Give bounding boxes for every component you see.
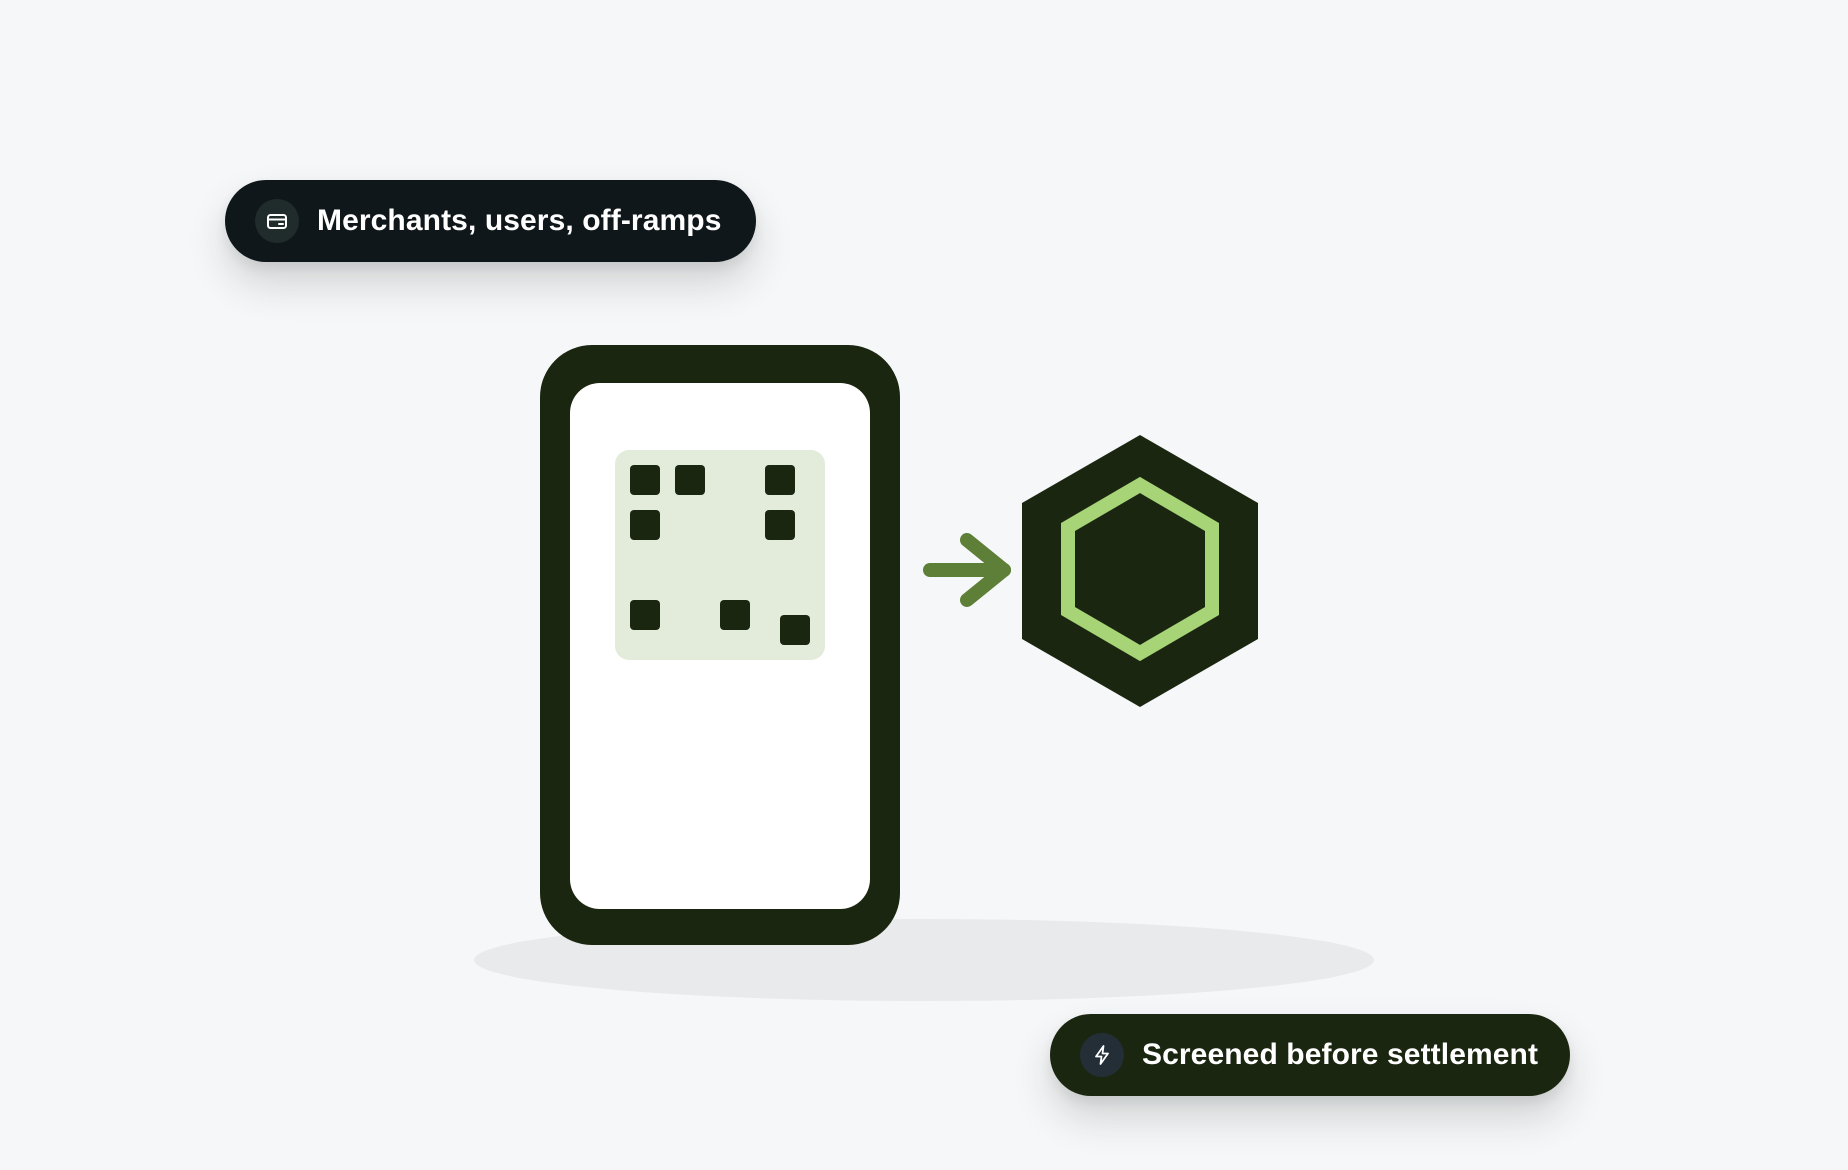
hexagon-ring [1061, 476, 1219, 662]
qr-module [630, 600, 660, 630]
badge-screened: Screened before settlement [1050, 1014, 1570, 1096]
arrow-right-icon [923, 533, 1011, 607]
hexagon-node-icon [1022, 435, 1258, 707]
lightning-bolt-icon [1080, 1033, 1124, 1077]
badge-merchants: Merchants, users, off-ramps [225, 180, 756, 262]
qr-module [765, 510, 795, 540]
phone-device [540, 345, 900, 945]
qr-module [765, 465, 795, 495]
qr-code-icon [615, 450, 825, 660]
badge-label: Merchants, users, off-ramps [317, 204, 722, 237]
qr-panel [615, 450, 825, 660]
qr-module [630, 465, 660, 495]
badge-label: Screened before settlement [1142, 1038, 1539, 1071]
qr-module [720, 600, 750, 630]
qr-module [780, 615, 810, 645]
qr-module [675, 465, 705, 495]
qr-module [630, 510, 660, 540]
wallet-icon [255, 199, 299, 243]
